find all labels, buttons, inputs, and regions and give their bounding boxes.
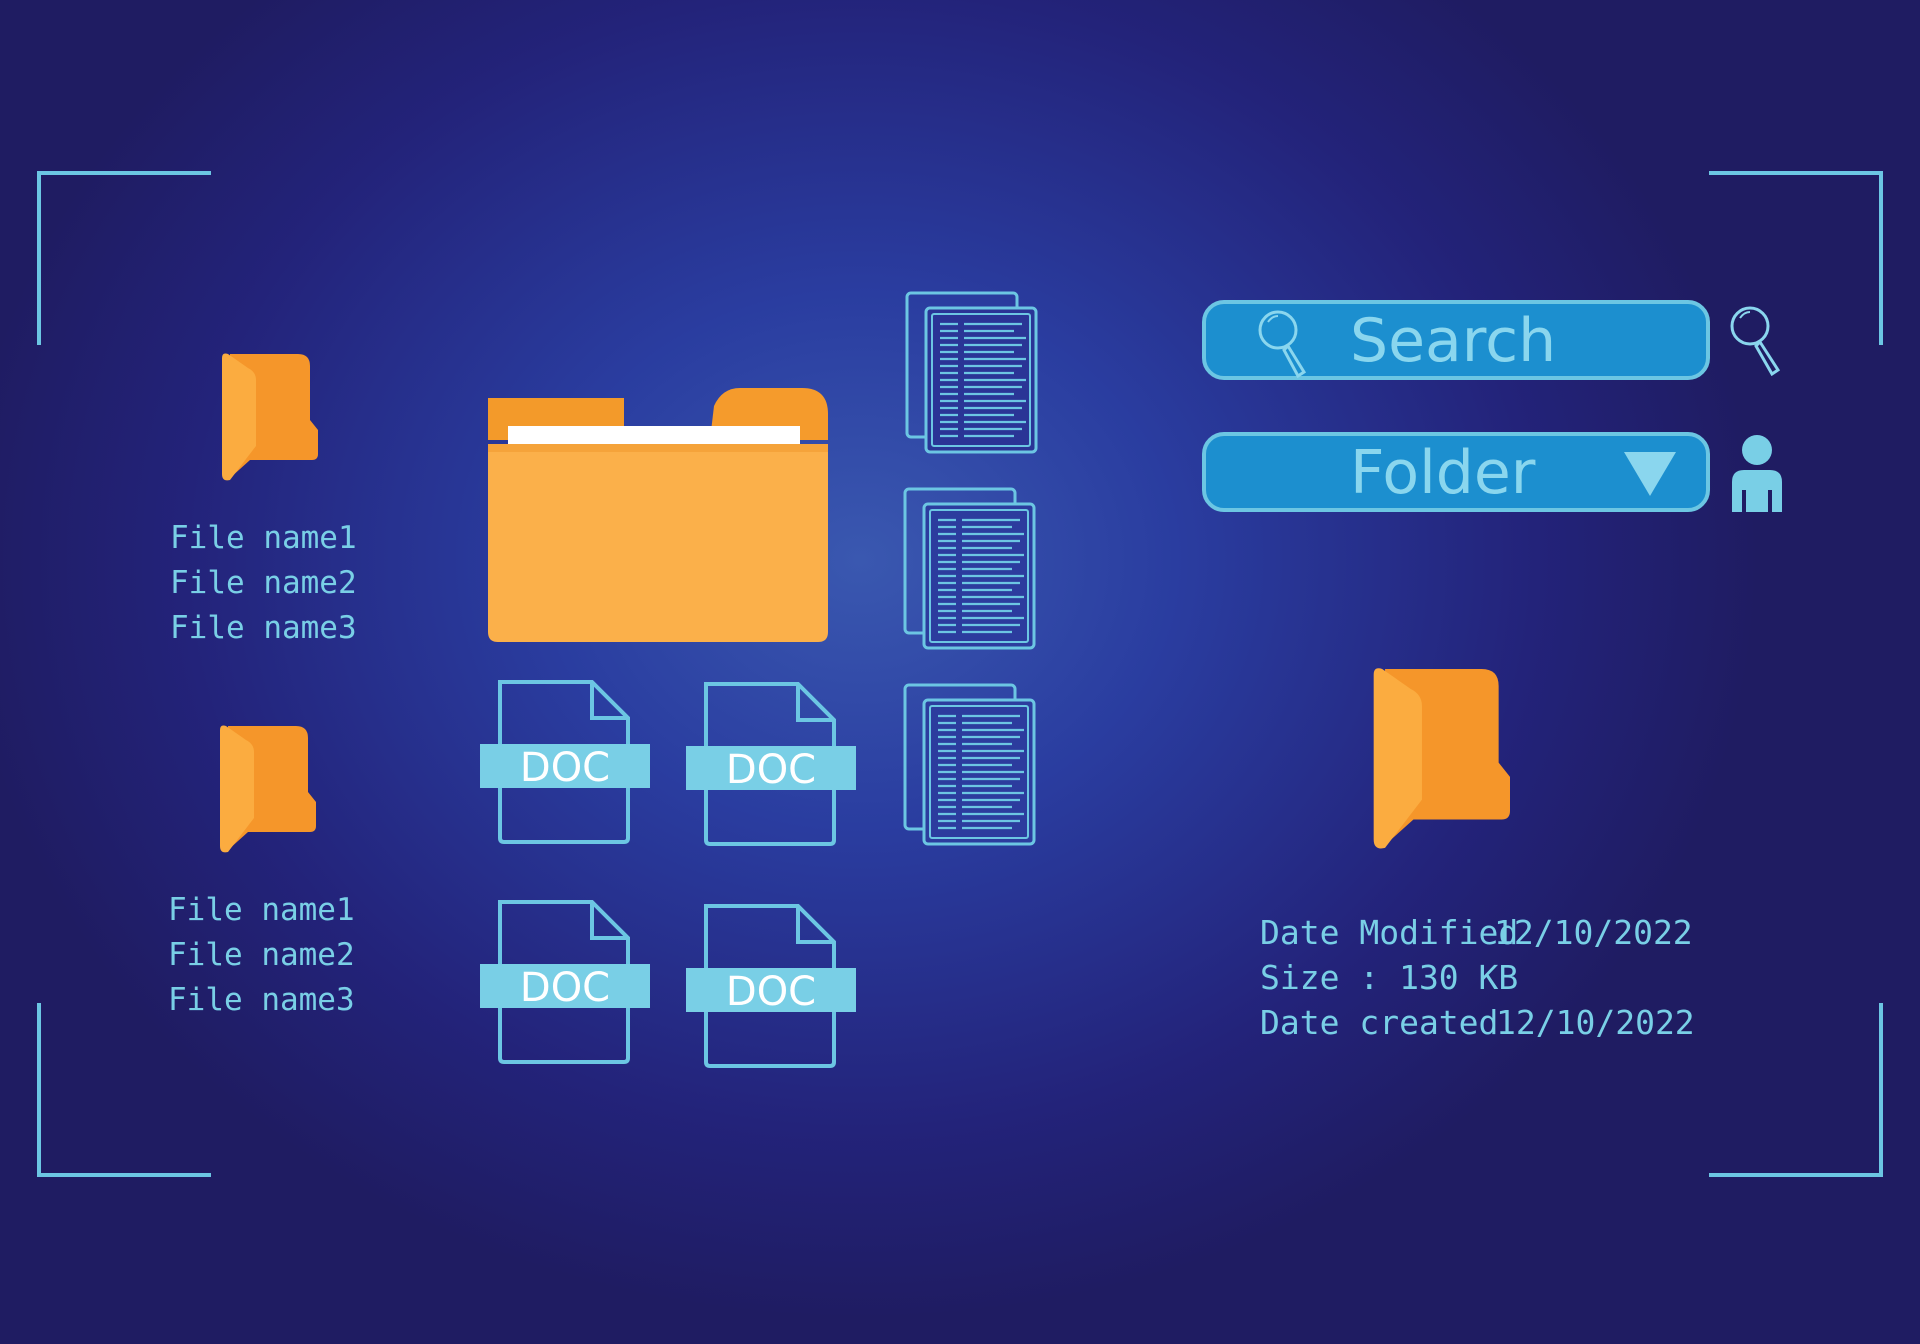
doc-label: DOC xyxy=(726,747,816,793)
file-item[interactable]: File name1 xyxy=(170,520,357,556)
details-row-date-created: Date created 12/10/2022 xyxy=(1260,1000,1695,1045)
file-list-2: File name1 File name2 File name3 xyxy=(168,888,355,1023)
details-row-date-modified: Date Modified 12/10/2022 xyxy=(1260,910,1695,955)
file-item[interactable]: File name1 xyxy=(168,892,355,928)
doc-label: DOC xyxy=(726,969,816,1015)
file-item[interactable]: File name2 xyxy=(170,565,357,601)
frame-corner-top-right xyxy=(1709,171,1883,345)
frame-corner-bottom-right xyxy=(1709,1003,1883,1177)
doc-file-icon[interactable]: DOC xyxy=(684,902,860,1070)
search-input[interactable]: Search xyxy=(1202,300,1710,380)
folder-icon[interactable] xyxy=(218,350,318,482)
folder-dropdown[interactable]: Folder xyxy=(1202,432,1710,512)
file-details: Date Modified 12/10/2022 Size : 130 KB D… xyxy=(1260,910,1695,1045)
search-icon xyxy=(1258,310,1307,379)
file-list-1: File name1 File name2 File name3 xyxy=(170,516,357,651)
file-item[interactable]: File name3 xyxy=(170,610,357,646)
folder-icon[interactable] xyxy=(1368,662,1510,852)
doc-file-icon[interactable]: DOC xyxy=(684,680,860,848)
details-row-size: Size : 130 KB xyxy=(1260,955,1695,1000)
search-label: Search xyxy=(1350,306,1557,376)
doc-label: DOC xyxy=(520,965,610,1011)
documents-stack-icon[interactable] xyxy=(902,486,1038,654)
documents-stack-icon[interactable] xyxy=(902,682,1038,850)
user-icon[interactable] xyxy=(1728,434,1786,512)
frame-corner-top-left xyxy=(37,171,211,345)
dropdown-triangle-icon xyxy=(1624,452,1676,496)
frame-corner-bottom-left xyxy=(37,1003,211,1177)
documents-stack-icon[interactable] xyxy=(904,290,1040,458)
doc-file-icon[interactable]: DOC xyxy=(478,678,654,846)
open-folder-icon[interactable] xyxy=(486,380,832,644)
doc-label: DOC xyxy=(520,745,610,791)
file-item[interactable]: File name2 xyxy=(168,937,355,973)
folder-dropdown-value: Folder xyxy=(1350,438,1536,508)
details-key: Date Modified xyxy=(1260,913,1519,952)
file-item[interactable]: File name3 xyxy=(168,982,355,1018)
page-lines xyxy=(940,322,1026,438)
details-key: Date created xyxy=(1260,1003,1499,1042)
details-value: 12/10/2022 xyxy=(1496,1003,1695,1042)
doc-file-icon[interactable]: DOC xyxy=(478,898,654,1066)
details-value: 12/10/2022 xyxy=(1494,913,1693,952)
search-icon[interactable] xyxy=(1728,304,1786,378)
page-lines xyxy=(938,518,1024,634)
folder-icon[interactable] xyxy=(216,722,316,854)
details-key: Size : 130 KB xyxy=(1260,958,1519,997)
page-lines xyxy=(938,714,1024,830)
